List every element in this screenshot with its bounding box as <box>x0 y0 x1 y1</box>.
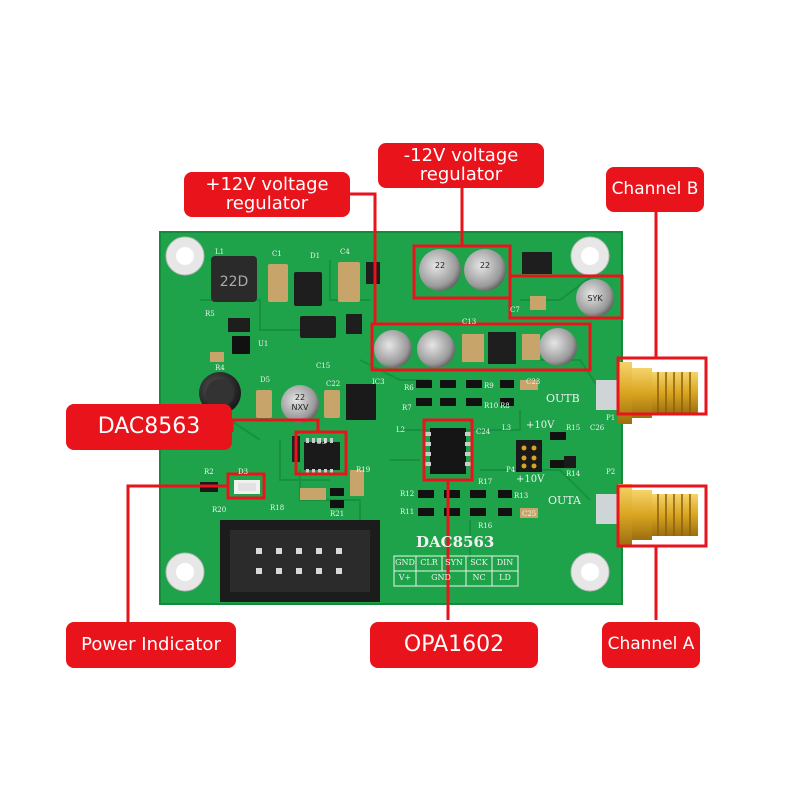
pin-label: V+ <box>398 573 412 582</box>
silk-ref: C7 <box>510 306 520 314</box>
callout-leaders <box>126 188 658 628</box>
silk-ref: R7 <box>402 404 412 412</box>
silk-ref: C22 <box>326 380 341 388</box>
pin-label: DIN <box>496 558 514 567</box>
silk-ref: D1 <box>310 252 321 260</box>
pin-label: LD <box>499 573 511 582</box>
svg-text:22: 22 <box>480 261 490 270</box>
silk-ref: C23 <box>526 378 541 386</box>
silk-ref: L3 <box>502 424 512 432</box>
silk-ref: D5 <box>260 376 271 384</box>
silk-ref: R8 <box>500 402 510 410</box>
silk-outb: OUTB <box>546 392 580 405</box>
svg-text:22: 22 <box>435 261 445 270</box>
silk-ref: R21 <box>330 510 345 518</box>
silk-ref: C15 <box>316 362 331 370</box>
silk-ref: P2 <box>606 468 616 476</box>
callout-dac8563: DAC8563 <box>66 404 232 450</box>
svg-text:22D: 22D <box>220 274 249 290</box>
silk-ref: R19 <box>356 466 371 474</box>
silk-outa: OUTA <box>548 494 581 507</box>
silk-ref: C25 <box>522 510 537 518</box>
pin-label: SYN <box>445 558 463 567</box>
silk-ref: D3 <box>238 468 249 476</box>
pin-label: SCK <box>470 558 488 567</box>
electrolytic-cap-left <box>199 372 241 414</box>
sma-connector-b <box>596 362 698 424</box>
silk-ref: R11 <box>400 508 415 516</box>
silk-ref: C13 <box>462 318 477 326</box>
pin-table <box>393 555 519 587</box>
pin-table-row-2: V+ GND NC LD <box>394 573 518 582</box>
silk-ref: R9 <box>484 382 494 390</box>
callout-power-indicator: Power Indicator <box>66 622 236 668</box>
silk-ref: P1 <box>606 414 616 422</box>
silk-ref: C24 <box>476 428 491 436</box>
opamp-chip <box>424 428 472 474</box>
silk-ref: R20 <box>212 506 227 514</box>
box-header-connector <box>220 520 380 602</box>
svg-text:NXV: NXV <box>292 403 309 412</box>
pin-label: NC <box>472 573 486 582</box>
capacitor-pos-12v: 22 NXV <box>281 385 319 423</box>
sma-connector-a <box>596 484 698 546</box>
capacitor-right: SYK <box>576 279 614 317</box>
jumper-headers <box>516 440 576 472</box>
pin-label: GND <box>431 573 451 582</box>
pin-label: CLR <box>420 558 438 567</box>
silk-board-name: DAC8563 <box>416 533 495 551</box>
resistor-array <box>300 380 566 518</box>
pin-table-row-1: GND CLR SYN SCK DIN <box>394 558 518 567</box>
silk-ref: C1 <box>272 250 282 258</box>
capacitor-row <box>374 252 577 368</box>
mounting-holes <box>165 236 610 592</box>
smd-components-upper <box>210 262 380 362</box>
silk-ref: C26 <box>590 424 605 432</box>
silk-plus10v-bottom: +10V <box>516 474 545 485</box>
silk-ref: C4 <box>340 248 350 256</box>
power-inductor: 22D <box>211 256 257 302</box>
silk-ref: R5 <box>205 310 215 318</box>
silk-ref: L2 <box>396 426 406 434</box>
silk-ref: R14 <box>566 470 581 478</box>
silk-ref: R13 <box>514 492 529 500</box>
silk-ref: R6 <box>404 384 414 392</box>
callout-opa1602: OPA1602 <box>370 622 538 668</box>
callout-pos12v-regulator: +12V voltage regulator <box>184 172 350 217</box>
callout-channel-b: Channel B <box>606 167 704 212</box>
svg-text:SYK: SYK <box>587 294 603 303</box>
capacitors-neg-12v: 22 22 <box>419 249 506 291</box>
silk-ref: IC3 <box>372 378 385 386</box>
silk-ref: U1 <box>258 340 269 348</box>
highlight-boxes <box>226 244 708 548</box>
silk-ref: R16 <box>478 522 493 530</box>
silk-plus10v-top: +10V <box>526 420 555 431</box>
silk-ref: P4 <box>506 466 516 474</box>
dac-chip <box>304 438 340 474</box>
silk-ref: R12 <box>400 490 415 498</box>
silk-ref: R18 <box>270 504 285 512</box>
pin-label: GND <box>395 558 415 567</box>
silk-ref: R2 <box>204 468 214 476</box>
silk-ref: R15 <box>566 424 581 432</box>
svg-text:22: 22 <box>295 393 305 402</box>
silk-ref: R10 <box>484 402 499 410</box>
callout-neg12v-regulator: -12V voltage regulator <box>378 143 544 188</box>
silk-ref: R17 <box>478 478 493 486</box>
silk-ref: R4 <box>215 364 225 372</box>
silk-ref: U3 <box>316 438 327 446</box>
silk-ref: L1 <box>215 248 225 256</box>
callout-channel-a: Channel A <box>602 622 700 668</box>
